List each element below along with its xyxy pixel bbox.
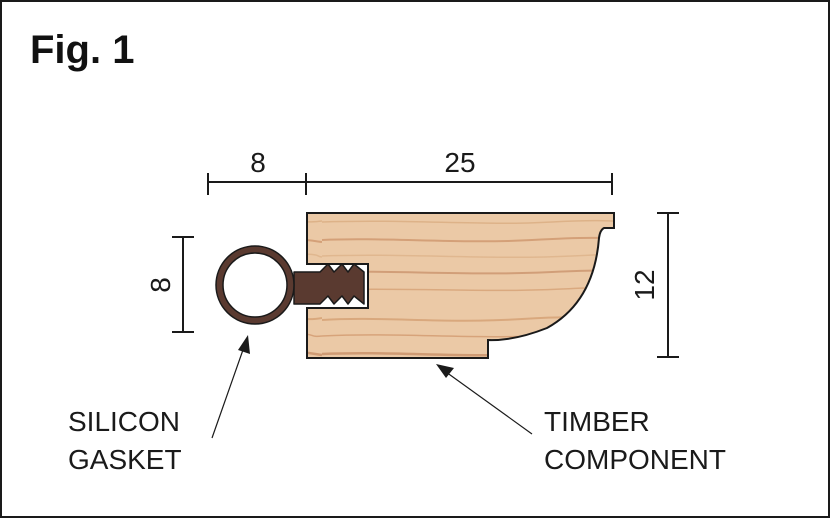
gasket-stem	[293, 263, 365, 305]
dimension-timber-width: 25	[306, 147, 613, 195]
dimension-label-timber-width: 25	[444, 147, 475, 178]
label-gasket-line1: SILICON	[68, 406, 180, 437]
label-silicon-gasket: SILICON GASKET	[68, 406, 182, 475]
dimension-label-gasket-width: 8	[250, 147, 266, 178]
dimension-gasket-height: 8	[145, 236, 194, 333]
figure-title: Fig. 1	[30, 28, 135, 72]
leader-gasket	[211, 335, 250, 439]
leader-timber	[436, 364, 533, 435]
label-gasket-line2: GASKET	[68, 444, 182, 475]
label-timber-component: TIMBER COMPONENT	[544, 406, 726, 475]
arrowhead-timber	[436, 364, 454, 378]
leader-line-gasket	[211, 346, 245, 439]
label-timber-line2: COMPONENT	[544, 444, 726, 475]
leader-line-timber	[445, 371, 533, 435]
dimension-gasket-width: 8	[207, 147, 307, 195]
dimension-label-timber-height: 12	[629, 269, 660, 300]
label-timber-line1: TIMBER	[544, 406, 650, 437]
dimension-timber-height: 12	[629, 212, 679, 358]
arrowhead-gasket	[238, 335, 250, 354]
silicon-gasket-hollow	[222, 252, 288, 318]
timber-component	[306, 212, 615, 359]
dimension-label-gasket-height: 8	[145, 277, 176, 293]
